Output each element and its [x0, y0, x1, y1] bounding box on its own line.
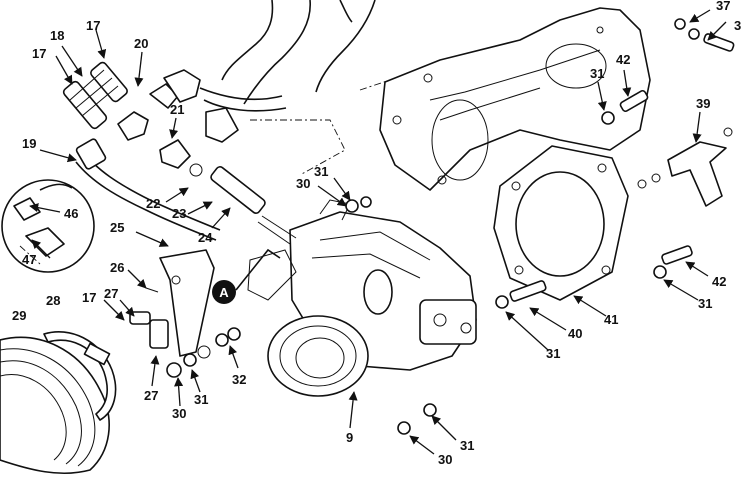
callout-24: 24 [198, 230, 213, 245]
callout-17: 17 [32, 46, 46, 61]
callout-20: 20 [134, 36, 148, 51]
callout-25: 25 [110, 220, 124, 235]
callout-17: 17 [82, 290, 96, 305]
throttle-body [247, 199, 477, 397]
callout-19: 19 [22, 136, 36, 151]
callout-46: 46 [64, 206, 78, 221]
hose-19 [75, 138, 221, 241]
callout-47: 47 [22, 252, 36, 267]
fittings [117, 69, 239, 177]
callout-31: 31 [314, 164, 328, 179]
callout-39: 39 [696, 96, 710, 111]
detail-view [1, 179, 95, 273]
hardware-washers [166, 18, 735, 435]
callout-32: 32 [232, 372, 246, 387]
strap-39 [637, 127, 733, 207]
callout-31: 31 [590, 66, 604, 81]
intake-duct [379, 7, 651, 191]
callout-3: 3 [734, 18, 741, 33]
callout-31: 31 [460, 438, 474, 453]
callout-42: 42 [616, 52, 630, 67]
flange-gasket [493, 145, 629, 301]
callout-18: 18 [50, 28, 64, 43]
callout-9: 9 [346, 430, 353, 445]
detail-marker-a: A [212, 248, 281, 304]
callout-30: 30 [296, 176, 310, 191]
callout-22: 22 [146, 196, 160, 211]
callout-30: 30 [172, 406, 186, 421]
callout-23: 23 [172, 206, 186, 221]
callout-42: 42 [712, 274, 726, 289]
callout-21: 21 [170, 102, 184, 117]
callout-41: 41 [604, 312, 618, 327]
svg-text:A: A [219, 285, 229, 300]
callout-29: 29 [12, 308, 26, 323]
callout-31: 31 [194, 392, 208, 407]
rubber-boot [0, 336, 110, 475]
upper-air-hoses [199, 0, 471, 176]
callout-17: 17 [86, 18, 100, 33]
callout-31: 31 [698, 296, 712, 311]
callout-26: 26 [110, 260, 124, 275]
callout-40: 40 [568, 326, 582, 341]
actuator-rod [210, 166, 297, 245]
hose-clamp [43, 330, 117, 421]
callout-27: 27 [144, 388, 158, 403]
callout-27: 27 [104, 286, 118, 301]
callout-arrows [29, 9, 727, 455]
callout-37: 37 [716, 0, 730, 13]
callout-30: 30 [438, 452, 452, 467]
bracket [129, 249, 215, 359]
callout-labels: 17 18 17 20 21 19 22 23 24 25 26 17 27 2… [12, 0, 741, 467]
tee-fitting [62, 61, 128, 130]
callout-31: 31 [546, 346, 560, 361]
callout-28: 28 [46, 293, 60, 308]
